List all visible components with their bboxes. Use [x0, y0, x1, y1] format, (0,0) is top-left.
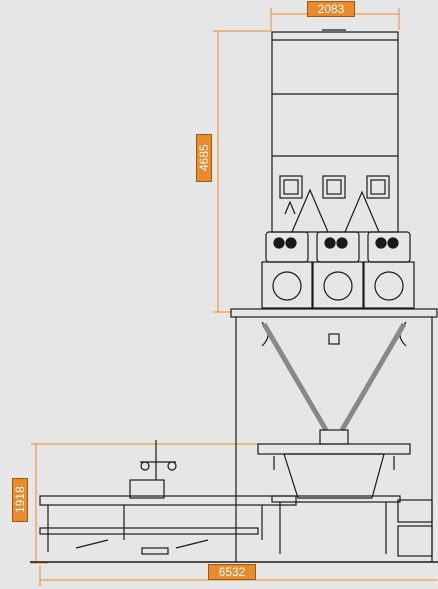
- conveyor-stitcher: [39, 440, 297, 555]
- dimension-label-left-height: 1918: [12, 478, 28, 522]
- dimension-label-top-width: 2083: [307, 1, 355, 17]
- storage-bin: [271, 29, 399, 233]
- dimension-label-bin-height: 4685: [196, 134, 212, 182]
- dimension-label-total-width: 6532: [208, 564, 256, 580]
- dimension-lines: [31, 8, 437, 586]
- weighing-units: [261, 231, 415, 309]
- bagging-machine: [257, 429, 433, 557]
